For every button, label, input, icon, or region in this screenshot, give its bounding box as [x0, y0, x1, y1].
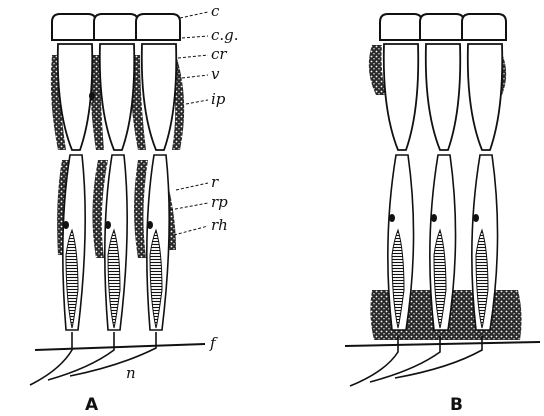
- label-ip: ip: [211, 90, 226, 108]
- cornea-b: [380, 14, 506, 40]
- nerve-fibres-a: [30, 332, 156, 385]
- panel-a: c c.g. cr v ip r rp rh f n A: [30, 2, 239, 415]
- basement-membrane-a: [35, 344, 205, 350]
- label-cg: c.g.: [211, 26, 239, 44]
- label-c: c: [211, 2, 220, 20]
- basement-membrane-b: [345, 342, 540, 346]
- label-r: r: [211, 173, 219, 191]
- cornea-a: [52, 14, 180, 40]
- panel-a-caption: A: [85, 395, 99, 415]
- label-n: n: [126, 364, 136, 382]
- crystalline-cones-b: [384, 44, 502, 150]
- crystalline-cones-a: [58, 44, 176, 150]
- label-rh: rh: [211, 216, 228, 234]
- panel-b-caption: B: [450, 395, 463, 415]
- label-v: v: [211, 65, 220, 83]
- panel-b: B: [345, 14, 540, 415]
- label-rp: rp: [211, 193, 228, 211]
- label-f: f: [209, 334, 218, 352]
- label-cr: cr: [211, 45, 227, 63]
